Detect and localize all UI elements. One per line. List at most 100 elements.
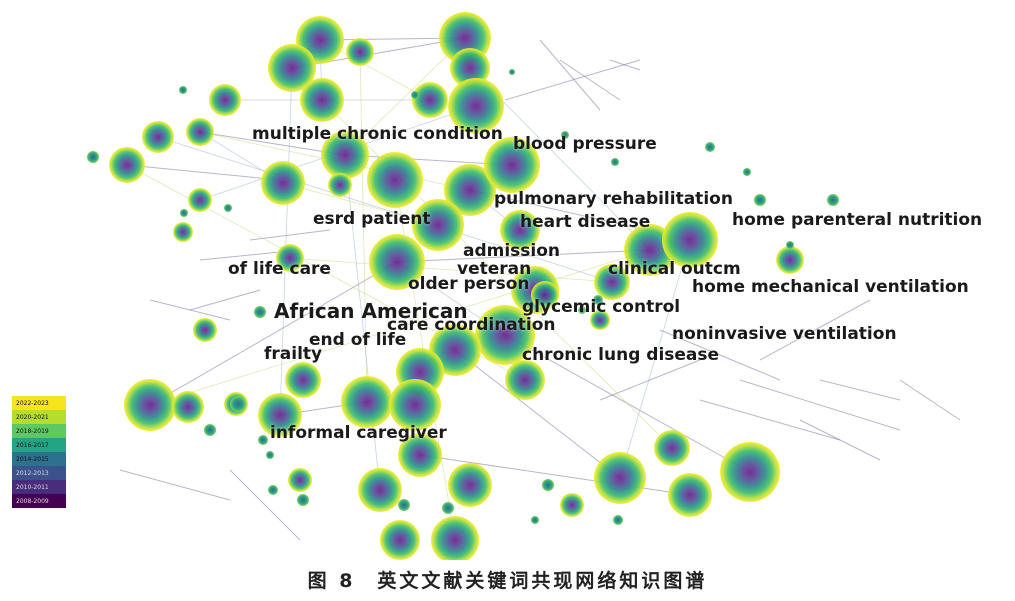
- keyword-node: [450, 48, 490, 88]
- keyword-node: [444, 164, 496, 216]
- keyword-label: African American: [274, 299, 468, 323]
- keyword-node: [358, 468, 402, 512]
- network-edge: [419, 454, 691, 496]
- keyword-node: [288, 468, 312, 492]
- keyword-node: [411, 91, 419, 99]
- keyword-node: [268, 44, 316, 92]
- figure-caption: 图 8 英文文献关键词共现网络知识图谱: [307, 570, 708, 592]
- keyword-node: [398, 433, 442, 477]
- keyword-node: [593, 295, 603, 305]
- keyword-node: [367, 152, 423, 208]
- keyword-node: [531, 516, 539, 524]
- legend-item: 2014-2015: [12, 452, 66, 466]
- keyword-node: [431, 516, 479, 560]
- keyword-node: [412, 199, 464, 251]
- network-edge: [539, 39, 601, 111]
- keyword-node: [594, 264, 630, 300]
- keyword-node: [561, 131, 569, 139]
- keyword-label: informal caregiver: [270, 423, 447, 443]
- keyword-node: [475, 305, 535, 365]
- keyword-node: [300, 78, 344, 122]
- keyword-node: [720, 442, 780, 502]
- keyword-node: [448, 463, 492, 507]
- keyword-label: clinical outcm: [608, 259, 741, 279]
- network-edge: [619, 239, 691, 479]
- keyword-label: of life care: [228, 259, 331, 279]
- network-edge: [119, 469, 231, 501]
- keyword-label: care coordination: [387, 315, 556, 335]
- keyword-node: [193, 318, 217, 342]
- keyword-node: [380, 520, 420, 560]
- keyword-label: pulmonary rehabilitation: [494, 189, 733, 209]
- keyword-node: [705, 142, 715, 152]
- keyword-label: home parenteral nutrition: [732, 210, 983, 230]
- keyword-label: admission: [463, 241, 561, 261]
- keyword-node: [109, 147, 145, 183]
- keyword-label: chronic lung disease: [522, 345, 720, 365]
- keyword-node: [346, 38, 374, 66]
- network-edge: [126, 164, 281, 181]
- keyword-node: [254, 306, 266, 318]
- keyword-node: [389, 379, 441, 431]
- network-edge: [157, 136, 613, 283]
- keyword-node: [188, 188, 212, 212]
- keyword-node: [268, 485, 278, 495]
- network-edge: [229, 469, 301, 541]
- keyword-label: noninvasive ventilation: [672, 324, 897, 344]
- keyword-node: [179, 86, 187, 94]
- network-edge: [199, 131, 346, 156]
- network-edge: [699, 399, 841, 441]
- keyword-node: [743, 168, 751, 176]
- network-edge: [454, 349, 621, 479]
- keyword-label: older person: [408, 274, 530, 294]
- keyword-node: [204, 424, 216, 436]
- keyword-node: [500, 210, 540, 250]
- network-edge: [659, 329, 781, 381]
- keyword-node: [786, 241, 794, 249]
- keyword-node: [560, 493, 584, 517]
- keyword-node: [186, 118, 214, 146]
- keyword-node: [827, 194, 839, 206]
- keyword-node: [172, 391, 204, 423]
- legend-item: 2020-2021: [12, 410, 66, 424]
- network-edge: [344, 37, 466, 156]
- network-edge: [899, 379, 961, 421]
- keyword-node: [297, 494, 309, 506]
- year-legend: 2022-2023 2020-2021 2018-2019 2016-2017 …: [12, 396, 66, 508]
- keyword-node: [209, 84, 241, 116]
- keyword-node: [173, 222, 193, 242]
- network-edge: [282, 182, 439, 226]
- legend-item: 2016-2017: [12, 438, 66, 452]
- keyword-node: [590, 310, 610, 330]
- keyword-cooccurrence-network: [87, 12, 961, 560]
- keyword-label: end of life: [309, 330, 407, 350]
- keyword-node: [484, 137, 540, 193]
- network-edge: [609, 59, 641, 71]
- keyword-node: [328, 173, 352, 197]
- network-edge: [249, 229, 331, 241]
- keyword-node: [668, 473, 712, 517]
- legend-item: 2012-2013: [12, 466, 66, 480]
- keyword-label: glycemic control: [522, 297, 681, 317]
- keyword-node: [662, 212, 718, 268]
- keyword-label: frailty: [264, 344, 323, 364]
- keyword-node: [224, 204, 232, 212]
- network-edge: [279, 67, 293, 416]
- keyword-node: [285, 362, 321, 398]
- legend-item: 2010-2011: [12, 480, 66, 494]
- keyword-node: [776, 246, 804, 274]
- keyword-node: [124, 379, 176, 431]
- network-edge: [189, 289, 261, 311]
- keyword-node: [611, 158, 619, 166]
- keyword-node: [754, 194, 766, 206]
- network-edge: [559, 59, 621, 101]
- keyword-label: multiple chronic condition: [252, 124, 503, 144]
- keyword-node: [578, 306, 586, 314]
- keyword-node: [180, 209, 188, 217]
- keyword-node: [261, 161, 305, 205]
- keyword-label: heart disease: [520, 212, 651, 232]
- keyword-node: [258, 435, 268, 445]
- network-edge: [396, 249, 651, 263]
- keyword-label: home mechanical ventilation: [692, 277, 969, 297]
- network-edge: [739, 379, 901, 431]
